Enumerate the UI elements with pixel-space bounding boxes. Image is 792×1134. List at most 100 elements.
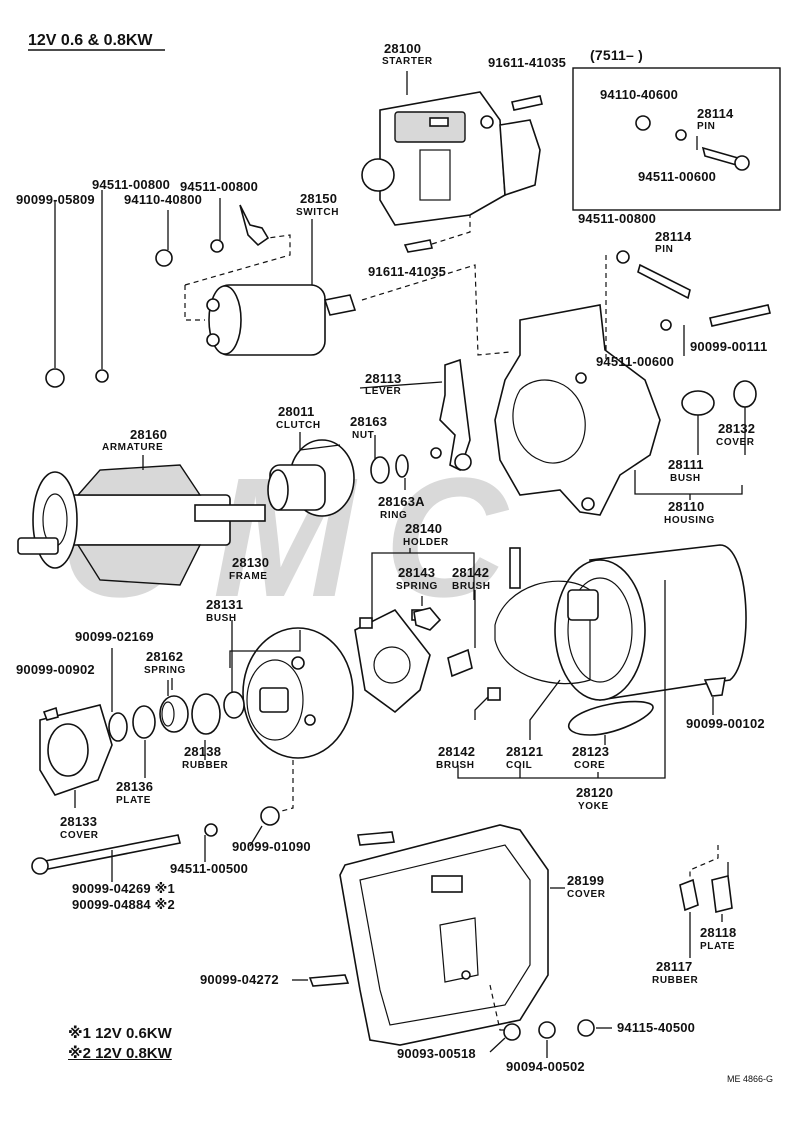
label-90099-01090: 90099-01090 [232, 839, 311, 854]
label-28110: 28110 [668, 499, 705, 514]
label-28163: 28163 [350, 414, 388, 429]
label-28136-name: PLATE [116, 795, 152, 806]
label-28138-name: RUBBER [182, 760, 229, 771]
label-28117-name: RUBBER [652, 975, 699, 986]
label-28163-name: NUT [352, 430, 375, 441]
end-cover-28133-part [39, 704, 113, 796]
frame-screw-part [260, 806, 280, 826]
label-28142-a: 28142 [452, 565, 490, 580]
label-90099-05809: 90099-05809 [16, 192, 95, 207]
label-28132-name: COVER [716, 437, 755, 448]
housing-washer-part [660, 319, 672, 331]
label-94511-00600-a: 94511-00600 [638, 169, 717, 184]
label-28114-b-name: PIN [655, 244, 674, 255]
inset-range-note: (7511– ) [590, 47, 643, 63]
label-90099-00102: 90099-00102 [686, 716, 765, 731]
yoke-brush-lead [509, 547, 521, 589]
label-28150: 28150 [300, 191, 338, 206]
figure-code: ME 4866-G [727, 1074, 774, 1084]
label-28113-name: LEVER [365, 386, 402, 397]
cover-nut-a-part [503, 1023, 521, 1041]
label-28136: 28136 [116, 779, 154, 794]
starter-assembly-part [361, 91, 541, 226]
label-28100-name: STARTER [382, 56, 433, 67]
bottom-washer-part [95, 369, 109, 383]
label-90099-00902: 90099-00902 [16, 662, 95, 677]
label-28160: 28160 [130, 427, 168, 442]
label-28130: 28130 [232, 555, 270, 570]
bush-part [681, 390, 715, 416]
label-28114-a-name: PIN [697, 121, 716, 132]
label-28114-a: 28114 [697, 106, 734, 121]
nut-part [155, 249, 173, 267]
label-28118-name: PLATE [700, 941, 736, 952]
label-90099-04272: 90099-04272 [200, 972, 279, 987]
label-91611-41035-b: 91611-41035 [368, 264, 447, 279]
clutch-part [267, 439, 355, 517]
label-28142-b: 28142 [438, 744, 476, 759]
label-28199: 28199 [567, 873, 605, 888]
lead-wire-part [239, 204, 270, 247]
inset-nut-part [635, 115, 651, 131]
label-94115-40500: 94115-40500 [617, 1020, 696, 1035]
label-94511-00500: 94511-00500 [170, 861, 249, 876]
label-28118: 28118 [700, 925, 737, 940]
bolt-washer-part [204, 823, 218, 837]
label-28011: 28011 [278, 404, 315, 419]
cover-nut-b-part [538, 1021, 556, 1039]
label-28163A-name: RING [380, 510, 408, 521]
label-28114-b: 28114 [655, 229, 692, 244]
label-28133: 28133 [60, 814, 98, 829]
label-90094-00502: 90094-00502 [506, 1059, 585, 1074]
label-94110-40800: 94110-40800 [124, 192, 203, 207]
label-28121: 28121 [506, 744, 544, 759]
label-28117: 28117 [656, 959, 693, 974]
brush-spring-part [413, 607, 442, 631]
label-28150-name: SWITCH [296, 207, 340, 218]
label-90099-02169: 90099-02169 [75, 629, 154, 644]
label-28011-name: CLUTCH [276, 420, 321, 431]
label-90099-04884: 90099-04884 ※2 [72, 897, 175, 912]
label-28162: 28162 [146, 649, 184, 664]
cover-nut-c-part [577, 1019, 595, 1037]
label-28123: 28123 [572, 744, 610, 759]
return-spring-part [159, 695, 189, 733]
starter-bolt-part [511, 95, 543, 111]
label-90093-00518: 90093-00518 [397, 1046, 476, 1061]
cover-screw-part [42, 706, 59, 721]
rubber-part [679, 878, 699, 912]
label-28140: 28140 [405, 521, 443, 536]
label-28113: 28113 [365, 371, 402, 386]
label-28199-name: COVER [567, 889, 606, 900]
label-94511-00800-a: 94511-00800 [92, 177, 171, 192]
note-1: ※1 12V 0.6KW [68, 1025, 172, 1042]
grommet-part [191, 693, 221, 735]
washer-part [210, 239, 224, 253]
label-28123-name: CORE [574, 760, 606, 771]
starter-lower-bolt-part [403, 239, 433, 253]
label-28162-name: SPRING [144, 665, 186, 676]
label-28163A: 28163A [378, 494, 425, 509]
label-28142-a-name: BRUSH [452, 581, 491, 592]
label-28120: 28120 [576, 785, 614, 800]
plate-part [711, 875, 733, 913]
note-2: ※2 12V 0.8KW [68, 1045, 172, 1062]
pin-part [637, 263, 691, 300]
inset-washer-part [675, 129, 687, 141]
label-28133-name: COVER [60, 830, 99, 841]
snap-ring-part [395, 454, 409, 478]
yoke-screw-part [703, 677, 726, 697]
label-28120-name: YOKE [578, 801, 609, 812]
label-94110-40600: 94110-40600 [600, 87, 679, 102]
pole-core-part [568, 700, 654, 736]
label-91611-41035-a: 91611-41035 [488, 55, 567, 70]
small-washer-part [108, 712, 128, 742]
label-28132: 28132 [718, 421, 756, 436]
label-94511-00600-b: 94511-00600 [596, 354, 675, 369]
yoke-part [494, 544, 747, 701]
label-28131-name: BUSH [206, 613, 237, 624]
label-28110-name: HOUSING [664, 515, 715, 526]
label-28160-name: ARMATURE [102, 442, 164, 453]
label-28143: 28143 [398, 565, 436, 580]
